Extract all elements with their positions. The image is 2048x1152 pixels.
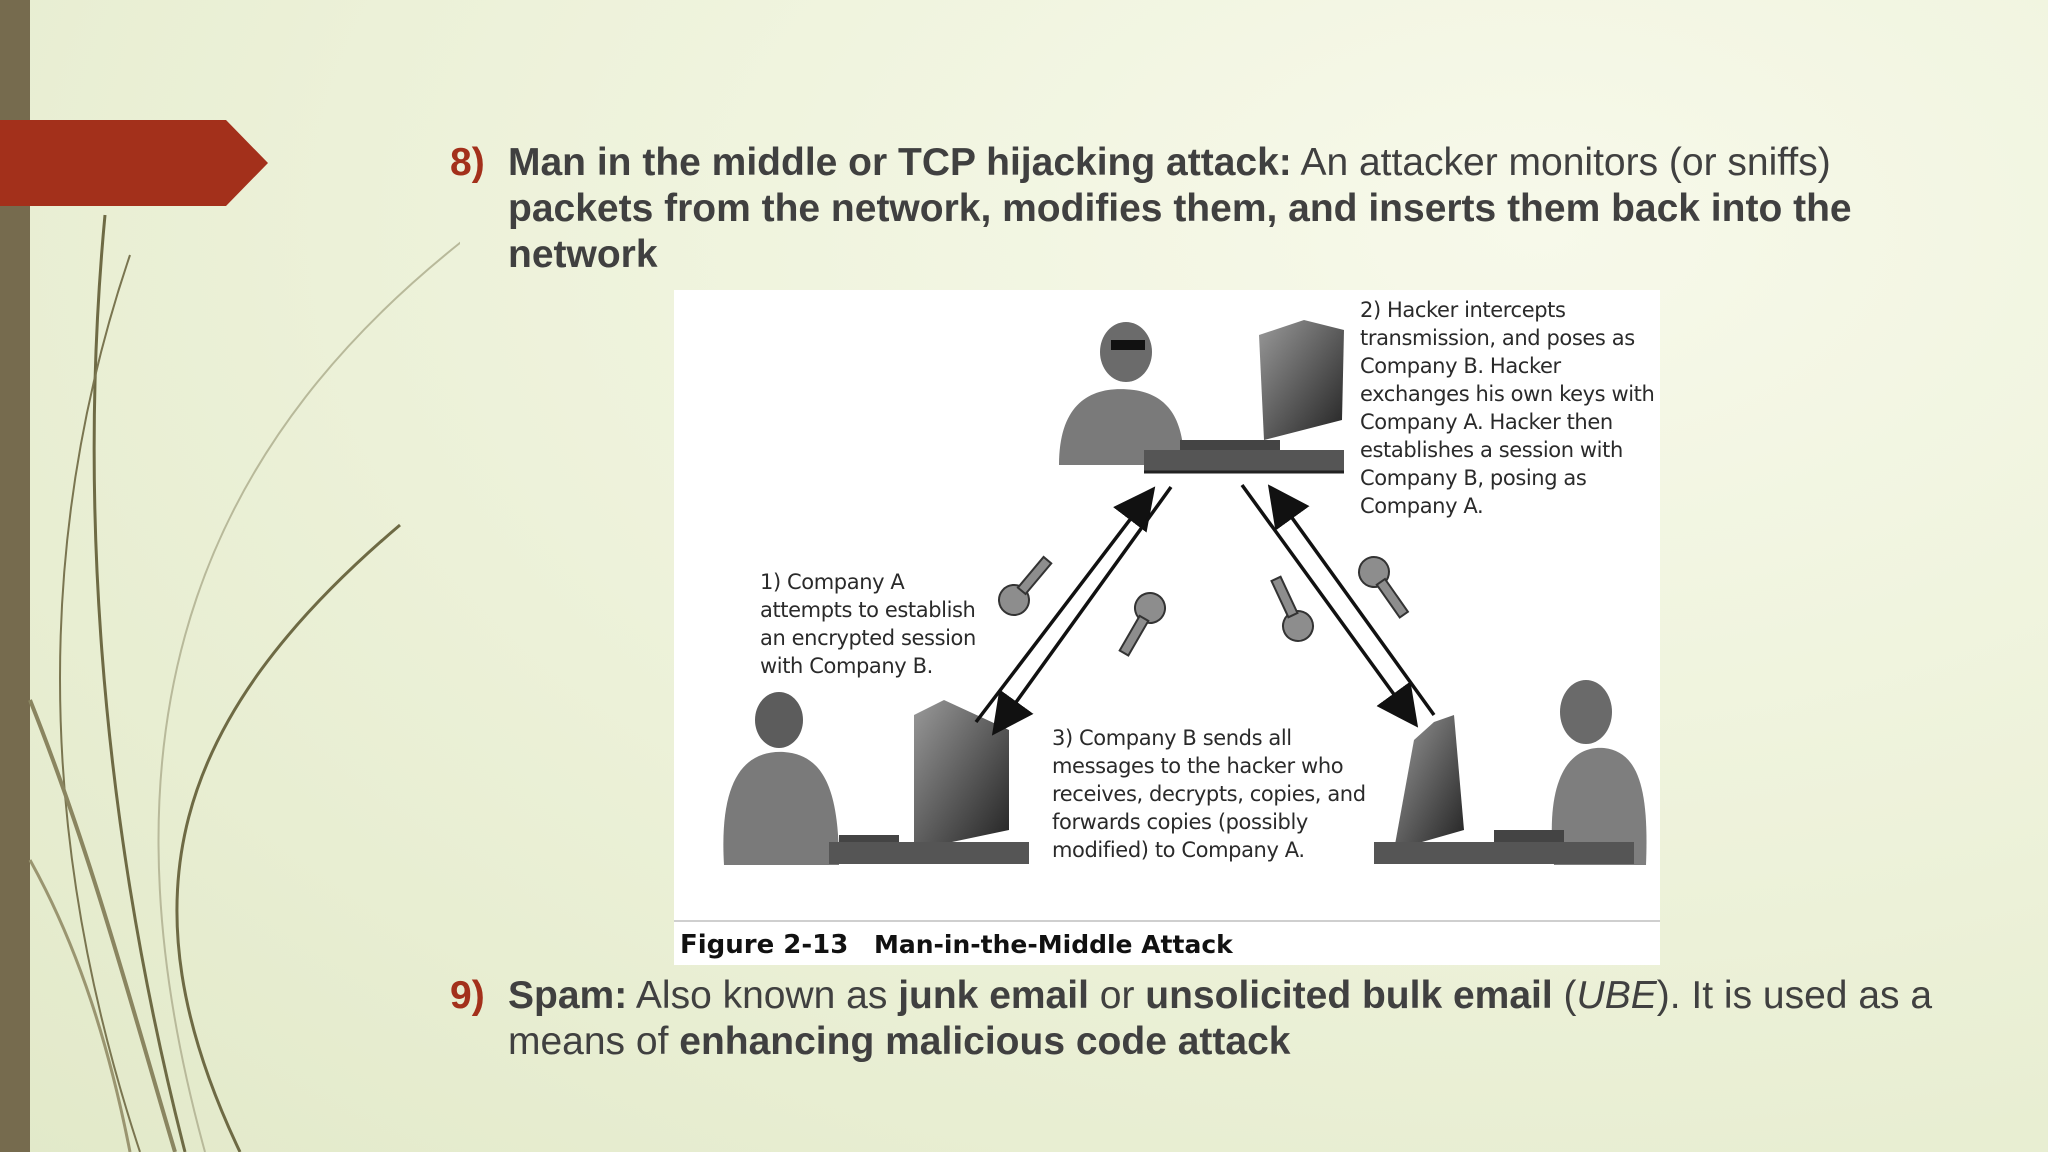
key-icons xyxy=(998,555,1410,657)
bold-segment: unsolicited bulk email xyxy=(1145,974,1553,1017)
item-term: Man in the middle or TCP hijacking attac… xyxy=(508,141,1292,184)
hacker-station xyxy=(1059,320,1344,474)
item-term: Spam: xyxy=(508,974,628,1017)
mitm-figure: 2) Hacker intercepts transmission, and p… xyxy=(674,290,1660,965)
company-a-station xyxy=(723,692,1029,865)
figure-caption-title: Man-in-the-Middle Attack xyxy=(874,930,1233,959)
text-segment: or xyxy=(1088,974,1146,1017)
figure-caption: Figure 2-13 Man-in-the-Middle Attack xyxy=(674,920,1660,967)
bold-segment: junk email xyxy=(898,974,1089,1017)
figure-note-company-a: 1) Company A attempts to establish an en… xyxy=(760,570,976,678)
text-segment: Also known as xyxy=(627,974,899,1017)
item-text: Spam: Also known as junk email or unsoli… xyxy=(508,973,1968,1065)
figure-note-company-b: 3) Company B sends all messages to the h… xyxy=(1052,726,1366,862)
mitm-diagram xyxy=(723,320,1647,865)
figure-caption-number: Figure 2-13 xyxy=(680,930,849,960)
bold-segment: enhancing malicious code attack xyxy=(679,1020,1291,1063)
item-text: Man in the middle or TCP hijacking attac… xyxy=(508,140,1968,278)
slide-marker-arrow xyxy=(0,120,268,206)
item-number: 9) xyxy=(450,974,485,1017)
text-segment: ( xyxy=(1552,974,1577,1017)
item-description: An attacker monitors (or sniffs) xyxy=(1291,141,1831,184)
item-description-bold: packets from the network, modifies them,… xyxy=(508,187,1852,276)
item-number: 8) xyxy=(450,141,485,184)
text-segment: ). It is used as a means of xyxy=(508,974,1933,1063)
connection-arrows xyxy=(974,483,1436,736)
figure-note-hacker: 2) Hacker intercepts transmission, and p… xyxy=(1360,298,1655,518)
decorative-curves xyxy=(28,214,460,1152)
company-b-station xyxy=(1374,680,1647,865)
italic-segment: UBE xyxy=(1576,974,1657,1017)
